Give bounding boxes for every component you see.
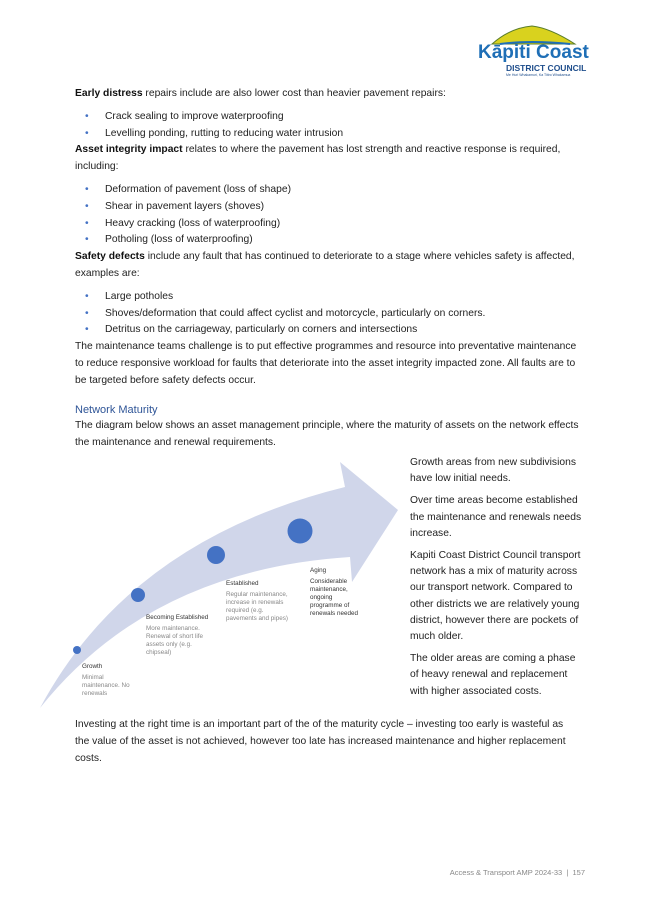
stage-dot-established: [207, 546, 225, 564]
stage-title: Established: [226, 580, 259, 587]
maturity-notes: Growth areas from new subdivisions have …: [410, 455, 585, 706]
separator: |: [566, 868, 569, 877]
stage-desc: More maintenance. Renewal of short life …: [146, 625, 204, 656]
stage-title: Becoming Established: [146, 614, 209, 621]
list-item: Shear in pavement layers (shoves): [75, 199, 580, 216]
page-number: 157: [572, 868, 585, 877]
intro-paragraph: The diagram below shows an asset managem…: [75, 420, 579, 449]
term: Asset integrity impact: [75, 144, 183, 156]
logo-tagline: Me Huri Whakamuri, Ka Titiro Whakamua: [506, 73, 571, 77]
list-item: Levelling ponding, rutting to reducing w…: [75, 126, 580, 143]
mountain-logo-icon: [490, 25, 577, 45]
stage-desc: Considerable maintenance, ongoing progra…: [310, 578, 358, 617]
note: Over time areas become established the m…: [410, 495, 582, 539]
list-item: Detritus on the carriageway, particularl…: [75, 322, 580, 339]
list-item: Large potholes: [75, 289, 580, 306]
term: Early distress: [75, 88, 143, 99]
document-title: Access & Transport AMP 2024-33: [449, 868, 563, 877]
list-item: Shoves/deformation that could affect cyc…: [75, 306, 580, 323]
section-heading: Network Maturity: [75, 403, 158, 416]
closing-paragraph: Investing at the right time is an import…: [75, 719, 566, 764]
stage-desc: Minimal maintenance. No renewals: [82, 674, 130, 697]
text: relates to where the pavement has lost s…: [75, 144, 561, 173]
text: repairs include are also lower cost than…: [142, 88, 446, 99]
stage-dot-growth: [73, 646, 81, 654]
stage-desc: Regular maintenance, increase in renewal…: [226, 591, 288, 622]
stage-dot-becoming-established: [131, 588, 145, 602]
list-item: Potholing (loss of waterproofing): [75, 232, 580, 249]
term: Safety defects: [75, 251, 145, 263]
logo-subtitle: DISTRICT COUNCIL: [506, 63, 587, 73]
page-footer: Access & Transport AMP 2024-33 | 157: [400, 868, 585, 877]
early-distress-section: Early distress repairs include are also …: [75, 86, 580, 452]
text: include any fault that has continued to …: [75, 251, 575, 279]
note: The older areas are coming a phase of he…: [410, 653, 576, 697]
stage-dot-aging: [287, 518, 313, 544]
stage-title: Aging: [310, 567, 327, 574]
list-item: Crack sealing to improve waterproofing: [75, 109, 580, 126]
note: Kapiti Coast District Council transport …: [410, 550, 581, 643]
stage-title: Growth: [82, 663, 103, 670]
logo-name: Kāpiti Coast: [478, 42, 589, 63]
note: Growth areas from new subdivisions have …: [410, 457, 576, 485]
challenge-paragraph: The maintenance teams challenge is to pu…: [75, 341, 577, 386]
list-item: Deformation of pavement (loss of shape): [75, 182, 580, 199]
list-item: Heavy cracking (loss of waterproofing): [75, 216, 580, 233]
council-logo: Kāpiti Coast DISTRICT COUNCIL Me Huri Wh…: [470, 24, 595, 80]
